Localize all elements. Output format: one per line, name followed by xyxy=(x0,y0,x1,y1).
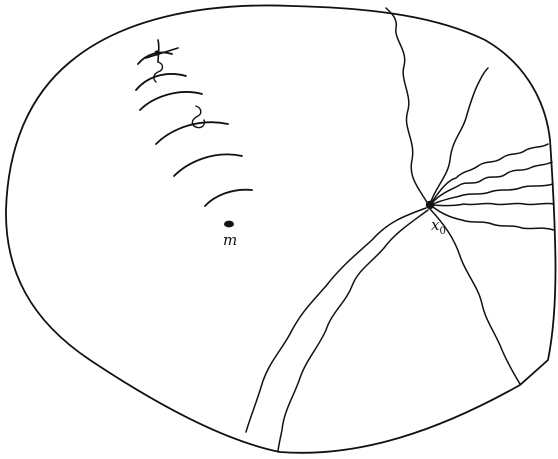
path-to-bottom xyxy=(278,210,428,452)
cross-horizontal xyxy=(146,48,178,58)
arc-2 xyxy=(174,154,242,176)
x0-label: x0 xyxy=(431,216,446,237)
paths-from-x0 xyxy=(246,8,554,452)
arcs xyxy=(136,52,252,206)
arc-4 xyxy=(140,92,202,110)
x0-label-subscript: 0 xyxy=(439,226,445,237)
path-to-lower-left xyxy=(246,208,426,432)
squiggle-top xyxy=(154,62,163,82)
boundary-curve xyxy=(6,5,555,452)
arc-1 xyxy=(205,190,252,206)
m-point xyxy=(224,221,234,228)
path-to-right-4 xyxy=(433,203,554,205)
path-to-top xyxy=(386,8,428,204)
arc-5 xyxy=(136,74,186,90)
path-to-top-right xyxy=(430,68,488,204)
m-label: m xyxy=(223,231,237,249)
path-to-right-3 xyxy=(433,184,553,204)
x0-point xyxy=(426,201,434,209)
arc-3 xyxy=(156,122,228,144)
cross-dot xyxy=(154,50,159,55)
path-to-right-2 xyxy=(432,162,552,203)
path-to-right-1 xyxy=(432,144,548,202)
path-to-right-5 xyxy=(433,207,554,230)
